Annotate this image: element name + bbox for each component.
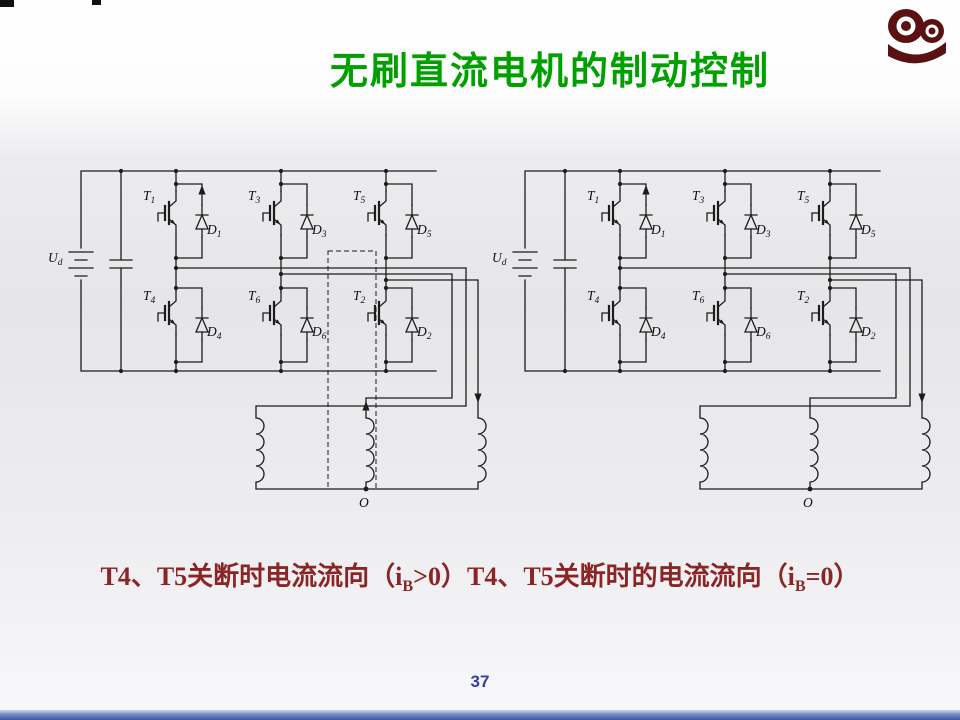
label-t4: T4 — [143, 288, 156, 306]
label-ud: Ud — [48, 250, 63, 268]
labels-right: Ud T1 D1 T3 D3 T5 D5 T4 D4 T6 D6 T2 D2 O — [492, 188, 876, 510]
label-t4: T4 — [587, 288, 600, 306]
label-t2: T2 — [353, 288, 366, 306]
label-t6: T6 — [248, 288, 261, 306]
label-d2: D2 — [416, 324, 432, 342]
caption-left-sub: B — [402, 578, 414, 596]
caption-left-post: >0） — [413, 562, 467, 591]
screen-artifact-2 — [92, 0, 101, 5]
footer-accent-bar — [0, 710, 960, 720]
slide-title: 无刷直流电机的制动控制 — [329, 51, 770, 93]
label-d4: D4 — [650, 324, 666, 342]
label-d2: D2 — [860, 324, 876, 342]
label-d5: D5 — [860, 222, 876, 240]
label-t5: T5 — [353, 188, 366, 206]
label-d1: D1 — [650, 222, 666, 240]
current-arrows-right — [642, 185, 926, 403]
label-d3: D3 — [755, 222, 771, 240]
dashed-highlight-box — [327, 250, 377, 490]
caption-left-condition: T4、T5关断时电流流向（iB>0） — [100, 562, 468, 595]
university-emblem-logo-icon — [888, 9, 946, 64]
caption-right-condition: T4、T5关断时的电流流向（iB=0） — [467, 562, 860, 595]
logo-base-swoosh — [888, 42, 946, 64]
labels-left: Ud T1 D1 T3 D3 T5 D5 T4 D4 T6 D6 T2 D2 O — [48, 188, 432, 510]
label-t2: T2 — [797, 288, 810, 306]
current-arrows-left — [198, 185, 482, 411]
label-d6: D6 — [755, 324, 771, 342]
logo-dot-left — [901, 21, 911, 31]
current-arrow-down-phase-c — [918, 393, 926, 403]
label-neutral-o: O — [803, 495, 813, 510]
current-arrow-up-d1 — [642, 185, 650, 195]
label-d5: D5 — [416, 222, 432, 240]
label-t1: T1 — [587, 188, 599, 206]
label-t1: T1 — [143, 188, 155, 206]
label-t5: T5 — [797, 188, 810, 206]
label-d1: D1 — [206, 222, 222, 240]
page-number: 37 — [470, 672, 490, 691]
caption-right-pre: T4、T5关断时的电流流向（i — [467, 562, 795, 591]
label-d6: D6 — [311, 324, 327, 342]
logo-dot-right — [928, 27, 936, 35]
label-d3: D3 — [311, 222, 327, 240]
screen-artifact-1 — [0, 0, 14, 7]
caption-left-pre: T4、T5关断时电流流向（i — [100, 562, 403, 591]
caption-right-post: =0） — [805, 562, 860, 591]
caption-right-sub: B — [794, 578, 806, 596]
label-t3: T3 — [692, 188, 705, 206]
right-circuit-diagram: Ud T1 D1 T3 D3 T5 D5 T4 D4 T6 D6 T2 D2 O — [492, 156, 938, 510]
current-arrow-up-phase-b — [362, 401, 370, 411]
label-d4: D4 — [206, 324, 222, 342]
label-t6: T6 — [692, 288, 705, 306]
label-t3: T3 — [248, 188, 261, 206]
caption: T4、T5关断时电流流向（iB>0）T4、T5关断时的电流流向（iB=0） — [0, 556, 960, 596]
label-ud: Ud — [492, 250, 507, 268]
current-arrow-down-phase-c — [474, 393, 482, 403]
current-arrow-up-d1 — [198, 185, 206, 195]
label-neutral-o: O — [359, 495, 369, 510]
left-circuit-diagram: Ud T1 D1 T3 D3 T5 D5 T4 D4 T6 D6 T2 D2 O — [48, 156, 494, 510]
